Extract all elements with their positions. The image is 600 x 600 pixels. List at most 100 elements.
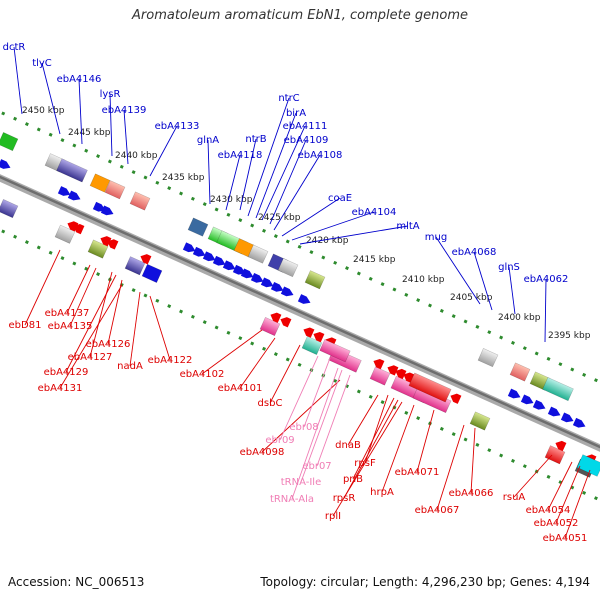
rna-gene-label-leader — [300, 369, 343, 483]
forward-gene-arrow — [250, 272, 264, 283]
forward-gene-arrow — [192, 246, 206, 257]
bottom-gene-label-leader — [65, 274, 117, 373]
bottom-gene-label: rplI — [325, 511, 341, 522]
bottom-gene-label: ebA4098 — [240, 447, 285, 458]
forward-gene-arrow — [260, 277, 274, 288]
top-gene-label-leader — [261, 125, 306, 221]
bottom-gene-label-leader — [547, 461, 573, 511]
map-title: Aromatoleum aromaticum EbN1, complete ge… — [132, 8, 468, 23]
forward-gene-arrow — [212, 255, 226, 266]
bottom-gene-label-leader — [269, 344, 301, 404]
reverse-gene-arrow — [387, 365, 399, 376]
lower-feature-box — [87, 239, 109, 259]
kbp-marker: 2395 kbp — [548, 331, 591, 341]
rna-gene-label: ebr07 — [302, 461, 331, 472]
upper-feature-box — [247, 244, 269, 264]
top-gene-label-leader — [269, 139, 307, 225]
bottom-gene-label: ebA4137 — [45, 308, 90, 319]
upper-feature-box — [0, 132, 19, 152]
bottom-gene-label-leader — [513, 454, 553, 498]
bottom-gene-label-leader — [89, 271, 113, 358]
lower-feature-box — [0, 199, 19, 219]
bottom-gene-label: ebA4052 — [534, 518, 579, 529]
top-gene-label: dctR — [3, 42, 26, 53]
lower-feature-box — [369, 366, 391, 386]
forward-gene-arrow — [572, 417, 586, 428]
bottom-gene-label-leader — [69, 267, 97, 327]
bottom-gene-label: ebA4066 — [449, 488, 494, 499]
reverse-gene-arrow — [373, 358, 385, 370]
top-gene-label: ebA4109 — [284, 135, 329, 146]
reverse-gene-arrow — [280, 317, 292, 328]
bottom-gene-label: ebD81 — [9, 320, 42, 331]
lower-feature-box — [141, 263, 163, 283]
bottom-gene-label-leader — [364, 394, 389, 464]
bottom-gene-label: ebA4131 — [38, 383, 83, 394]
reverse-gene-block — [408, 372, 452, 403]
bottom-gene-label: ebA4051 — [543, 533, 588, 544]
top-gene-label: lysR — [100, 89, 121, 100]
bottom-gene-label: dnaB — [335, 440, 361, 451]
rna-gene-label-leader — [303, 357, 331, 428]
top-gene-label-leader — [78, 78, 83, 145]
top-gene-label: ebA4118 — [218, 150, 263, 161]
lower-feature-box — [259, 316, 281, 337]
lower-feature-box — [301, 335, 323, 355]
bottom-gene-label-leader — [347, 394, 379, 446]
bottom-gene-label-leader — [381, 404, 415, 493]
lower-feature-box — [544, 445, 566, 465]
reverse-gene-arrow — [140, 254, 152, 265]
bottom-gene-label: ebA4129 — [44, 367, 89, 378]
bottom-gene-label: ebA4135 — [48, 321, 93, 332]
backbone-core — [0, 175, 600, 449]
kbp-marker: 2445 kbp — [68, 128, 111, 138]
bottom-gene-label-leader — [66, 264, 91, 314]
kbp-marker: 2405 kbp — [450, 293, 493, 303]
top-gene-label-leader — [255, 112, 297, 219]
reverse-gene-arrow — [555, 440, 567, 452]
top-gene-label: glnA — [197, 135, 219, 146]
rna-gene-label: ebr08 — [289, 422, 318, 433]
top-gene-label: ebA4108 — [298, 150, 343, 161]
bottom-gene-label-leader — [239, 337, 276, 389]
rna-gene-label-leader — [291, 367, 339, 500]
bottom-gene-label-leader — [261, 379, 341, 453]
forward-gene-arrow — [232, 264, 246, 275]
upper-feature-box — [277, 258, 299, 278]
top-gene-label-leader — [123, 109, 129, 165]
bottom-gene-label: ebA4067 — [415, 505, 460, 516]
forward-gene-arrow — [182, 242, 196, 253]
bottom-gene-label: rsuA — [503, 492, 526, 503]
genome-summary-label: Topology: circular; Length: 4,296,230 bp… — [260, 575, 590, 589]
kbp-marker: 2450 kbp — [22, 106, 65, 116]
rna-gene-label-leader — [279, 355, 319, 441]
bottom-gene-label-leader — [436, 424, 465, 511]
accession-label: Accession: NC_006513 — [8, 575, 145, 589]
bottom-gene-label: ebA4071 — [395, 467, 440, 478]
top-gene-label-leader — [473, 251, 493, 311]
bottom-gene-label-leader — [564, 469, 591, 539]
bottom-gene-label: hrpA — [370, 487, 394, 498]
top-gene-label: glnS — [498, 262, 520, 273]
forward-gene-arrow — [100, 205, 114, 216]
kbp-marker: 2435 kbp — [162, 173, 205, 183]
forward-gene-arrow — [547, 406, 561, 417]
rna-gene-label: tRNA-Ala — [270, 494, 314, 505]
bottom-gene-label-leader — [107, 279, 123, 345]
bottom-gene-label-leader — [332, 401, 403, 517]
top-gene-label: ebA4146 — [57, 74, 102, 85]
forward-gene-arrow — [297, 294, 311, 304]
rna-gene-label: tRNA-Ile — [281, 477, 321, 488]
bottom-gene-label: ebA4126 — [86, 339, 131, 350]
kbp-marker: 2400 kbp — [498, 313, 541, 323]
upper-feature-box — [304, 270, 326, 290]
bottom-gene-label-leader — [470, 427, 476, 494]
upper-feature-box — [542, 377, 574, 402]
bottom-gene-label: dsbC — [258, 398, 283, 409]
upper-feature-box — [509, 362, 531, 382]
forward-gene-arrow — [67, 190, 81, 201]
top-gene-label-leader — [273, 154, 321, 231]
forward-gene-arrow — [57, 186, 71, 196]
top-gene-label-leader — [281, 197, 341, 237]
